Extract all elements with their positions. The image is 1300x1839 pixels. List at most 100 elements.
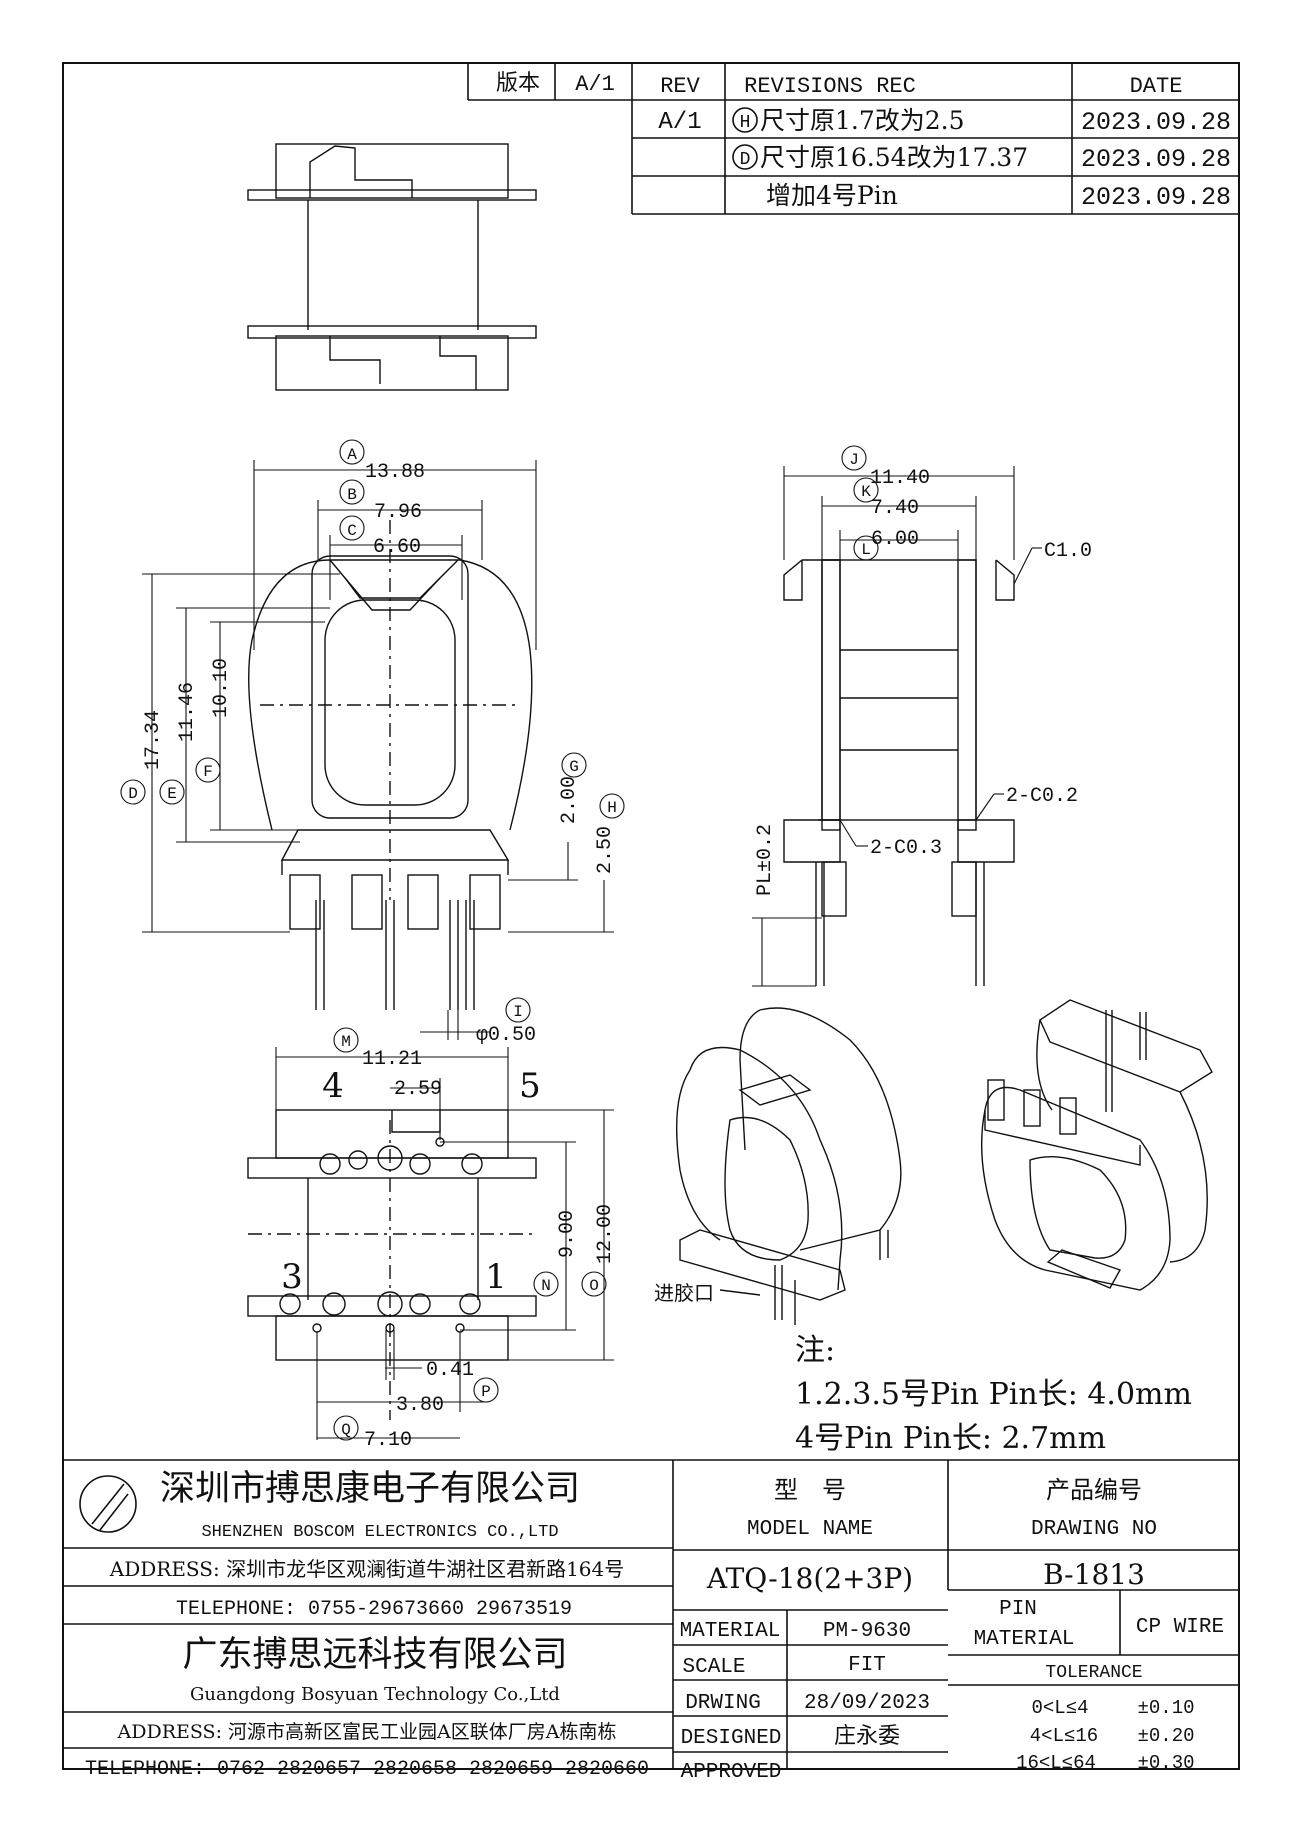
dim-Q-mark: Q — [341, 1421, 351, 1439]
dim-H-value: 2.50 — [594, 826, 617, 874]
dim-Q-value: 7.10 — [364, 1429, 412, 1452]
front-view-labels: A 13.88 B 7.96 C 6.60 D 17.34 E 11.46 F … — [128, 446, 617, 1047]
rev-row-2-text: 尺寸原16.54改为17.37 — [760, 143, 1028, 172]
drawing-date-value: 28/09/2023 — [804, 1692, 930, 1715]
chamfer-top: C1.0 — [1044, 540, 1092, 563]
dim-H-mark: H — [607, 799, 617, 817]
pin-1-label: 1 — [485, 1257, 507, 1297]
tolerance-value-2: ±0.20 — [1137, 1725, 1194, 1747]
isometric-view-left — [675, 1007, 902, 1325]
tolerance-range-1: 0<L≤4 — [1031, 1697, 1088, 1719]
dim-E-mark: E — [167, 785, 177, 803]
dim-B-mark: B — [347, 486, 357, 504]
pin-material-label-2: MATERIAL — [974, 1628, 1075, 1651]
dim-F-value: 10.10 — [210, 658, 233, 718]
rec-header: REVISIONS REC — [744, 74, 916, 99]
dim-L-value: 6.00 — [871, 528, 919, 551]
version-label: 版本 — [496, 71, 540, 96]
chamfer-mid: 2-C0.2 — [1006, 785, 1078, 808]
rev-row-1-mark: H — [740, 113, 751, 133]
dim-A-value: 13.88 — [365, 461, 425, 484]
dim-F-mark: F — [203, 763, 213, 781]
tolerance-label: TOLERANCE — [1045, 1663, 1142, 1683]
designed-value: 庄永委 — [834, 1724, 900, 1749]
title-block-text: 深圳市搏思康电子有限公司 SHENZHEN BOSCOM ELECTRONICS… — [85, 1469, 1224, 1784]
company2-address: ADDRESS: 河源市高新区富民工业园A区联体厂房A栋南栋 — [117, 1721, 617, 1743]
pin-material-value: CP WIRE — [1136, 1616, 1224, 1639]
dim-gap-value: 2.59 — [394, 1078, 442, 1101]
dim-M-value: 11.21 — [362, 1048, 422, 1071]
gate-label: 进胶口 — [654, 1281, 714, 1305]
scale-value: FIT — [848, 1654, 886, 1677]
dim-C-mark: C — [347, 522, 357, 540]
model-value: ATQ-18(2+3P) — [706, 1562, 913, 1595]
rev-row-3-text: 增加4号Pin — [766, 181, 898, 210]
drawing-frame — [62, 62, 1240, 1770]
dim-N-mark: N — [541, 1277, 551, 1295]
tolerance-range-2: 4<L≤16 — [1030, 1725, 1098, 1747]
scale-label: SCALE — [682, 1656, 745, 1679]
dim-I-mark: I — [513, 1003, 523, 1021]
tolerance-value-1: ±0.10 — [1137, 1697, 1194, 1719]
drawing-label-en: DRAWING NO — [1031, 1518, 1157, 1541]
rev-row-1-text: 尺寸原1.7改为2.5 — [760, 106, 965, 135]
dim-D-value: 17.34 — [142, 710, 165, 770]
company2-telephone: TELEPHONE: 0762-2820657 2820658 2820659 … — [85, 1758, 649, 1781]
drawing-value: B-1813 — [1043, 1558, 1145, 1591]
side-view-dimensions — [752, 445, 1042, 987]
notes: 注: 1.2.3.5号Pin Pin长: 4.0mm 4号Pin Pin长: 2… — [795, 1333, 1192, 1456]
pin-pitch-value: 3.80 — [396, 1394, 444, 1417]
model-label-en: MODEL NAME — [747, 1518, 873, 1541]
dim-K-mark: K — [861, 483, 871, 501]
title-block — [62, 1459, 1240, 1770]
bottom-view — [247, 1109, 537, 1420]
rev-row-3-date: 2023.09.28 — [1081, 183, 1231, 212]
dim-K-value: 7.40 — [871, 497, 919, 520]
revision-table: 版本 A/1 REV REVISIONS REC DATE A/1 H 尺寸原1… — [467, 64, 1240, 215]
version-value: A/1 — [575, 72, 615, 97]
dim-E-value: 11.46 — [176, 682, 199, 742]
top-view — [247, 143, 537, 391]
tolerance-range-3: 16<L≤64 — [1016, 1752, 1096, 1774]
front-view — [248, 520, 533, 1010]
company1-name-cn: 深圳市搏思康电子有限公司 — [160, 1469, 580, 1509]
dim-P-mark: P — [481, 1383, 491, 1401]
date-header: DATE — [1130, 74, 1183, 99]
side-view — [783, 559, 1015, 986]
bottom-view-dimensions — [275, 1027, 614, 1441]
rev-value: A/1 — [658, 109, 701, 136]
dim-G-value: 2.00 — [558, 776, 581, 824]
company1-address: ADDRESS: 深圳市龙华区观澜街道牛湖社区君新路164号 — [109, 1557, 625, 1581]
notes-line-2: 4号Pin Pin长: 2.7mm — [795, 1421, 1106, 1456]
rev-row-2-date: 2023.09.28 — [1081, 145, 1231, 174]
dim-D-mark: D — [128, 785, 138, 803]
rev-row-2-mark: D — [740, 150, 751, 170]
company1-name-en: SHENZHEN BOSCOM ELECTRONICS CO.,LTD — [201, 1523, 558, 1542]
company2-name-en: Guangdong Bosyuan Technology Co.,Ltd — [190, 1684, 560, 1705]
dim-O-mark: O — [589, 1277, 599, 1295]
dim-I-value: φ0.50 — [476, 1024, 536, 1047]
material-value: PM-9630 — [823, 1620, 911, 1643]
bottom-view-labels: M 11.21 2.59 N 9.00 O 12.00 0.41 P 3.80 … — [281, 1033, 617, 1452]
pin-length-label: PL±0.2 — [754, 824, 777, 896]
dim-C-value: 6.60 — [373, 536, 421, 559]
pin-material-label-1: PIN — [999, 1598, 1037, 1621]
notes-heading: 注: — [795, 1333, 835, 1368]
side-view-labels: J 11.40 K 7.40 L 6.00 C1.0 2-C0.2 2-C0.3… — [754, 451, 1092, 896]
designed-label: DESIGNED — [681, 1727, 782, 1750]
material-label: MATERIAL — [680, 1620, 781, 1643]
drawing-label-cn: 产品编号 — [1046, 1476, 1142, 1504]
front-view-dimensions — [120, 439, 625, 1040]
dim-J-mark: J — [849, 451, 859, 469]
rev-header: REV — [660, 74, 700, 99]
dim-M-mark: M — [341, 1033, 351, 1051]
dim-P-value: 0.41 — [426, 1359, 474, 1382]
dim-N-value: 9.00 — [556, 1210, 579, 1258]
approved-label: APPROVED — [681, 1761, 782, 1784]
dim-A-mark: A — [347, 446, 357, 464]
isometric-view-right — [980, 999, 1213, 1291]
rev-row-1-date: 2023.09.28 — [1081, 108, 1231, 137]
dim-L-mark: L — [861, 541, 871, 559]
pin-5-label: 5 — [519, 1066, 541, 1106]
